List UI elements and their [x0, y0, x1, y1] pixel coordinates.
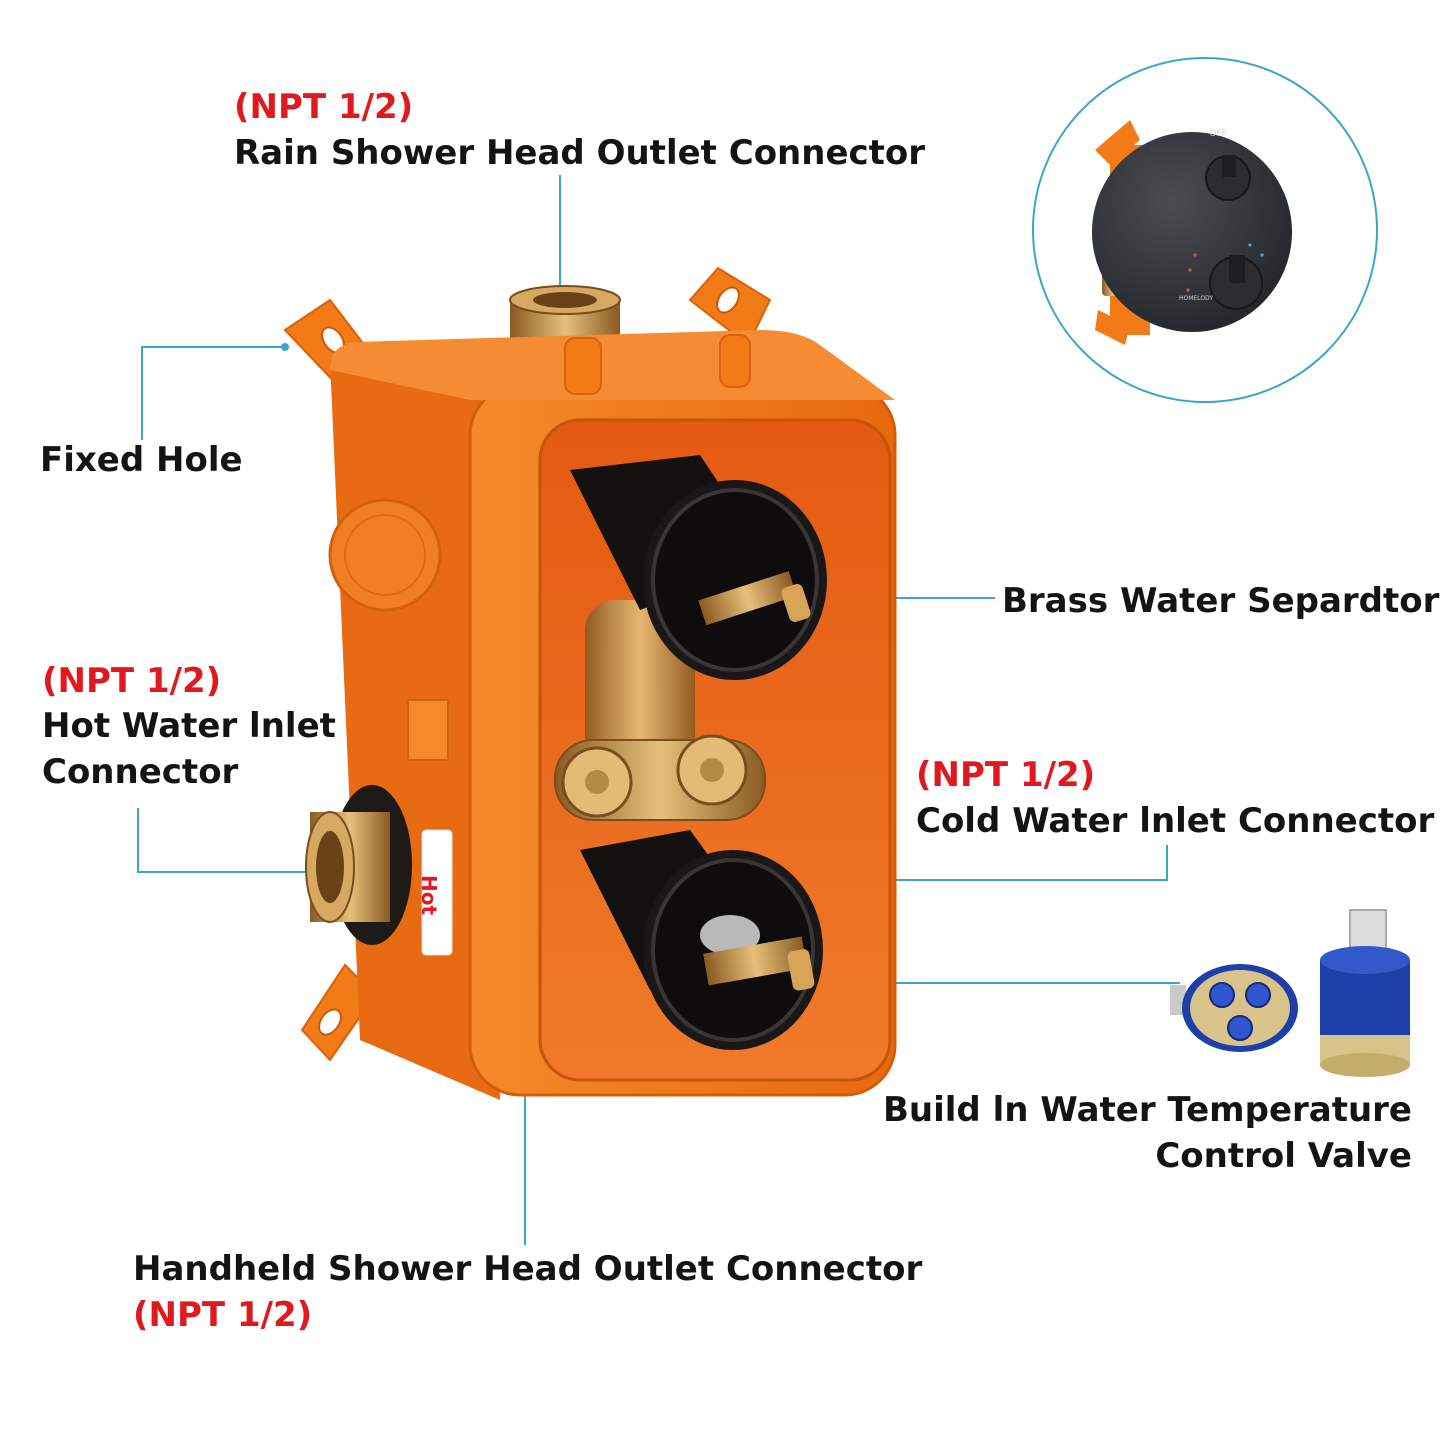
hot-sticker: Hot [417, 829, 453, 956]
inset-brand: HOMELODY [1179, 295, 1213, 302]
hot-inlet-label-line2: Connector [42, 752, 239, 792]
brass-separator-sleeve [570, 455, 827, 680]
rain-outlet-label: Rain Shower Head Outlet Connector [234, 133, 926, 173]
callout-cold-inlet [762, 845, 1168, 881]
inset-off-mark: OFF [1209, 129, 1226, 139]
handheld-outlet-spec: (NPT 1/2) [133, 1295, 313, 1335]
hot-inlet-label-line1: Hot Water lnlet [42, 706, 336, 746]
handheld-outlet-label: Handheld Shower Head Outlet Connector [133, 1249, 923, 1289]
shower-panel-inset: OFF HOMELODY [1032, 57, 1378, 403]
cartridge-disc-icon [1170, 964, 1298, 1052]
cold-inlet-spec: (NPT 1/2) [916, 755, 1096, 795]
shower-panel-icon [1092, 132, 1292, 332]
cold-inlet-label: Cold Water lnlet Connector [916, 801, 1435, 841]
hot-inlet-spec: (NPT 1/2) [42, 661, 222, 701]
cartridge-cylinder-icon [1320, 909, 1410, 1077]
callout-hot-inlet [137, 808, 310, 873]
fixed-hole-label: Fixed Hole [40, 440, 243, 480]
brass-body [554, 600, 766, 821]
temperature-valve-sleeve [580, 830, 823, 1050]
callout-fixed-hole [141, 346, 285, 440]
brass-separator-label: Brass Water Separdtor [1002, 581, 1440, 621]
hot-inlet-connector [305, 785, 412, 945]
hot-sticker-text: Hot [417, 875, 441, 915]
rain-outlet-spec: (NPT 1/2) [234, 87, 414, 127]
temperature-valve-label-line2: Control Valve [1155, 1136, 1412, 1176]
temperature-valve-label-line1: Build ln Water Temperature [882, 1090, 1412, 1130]
